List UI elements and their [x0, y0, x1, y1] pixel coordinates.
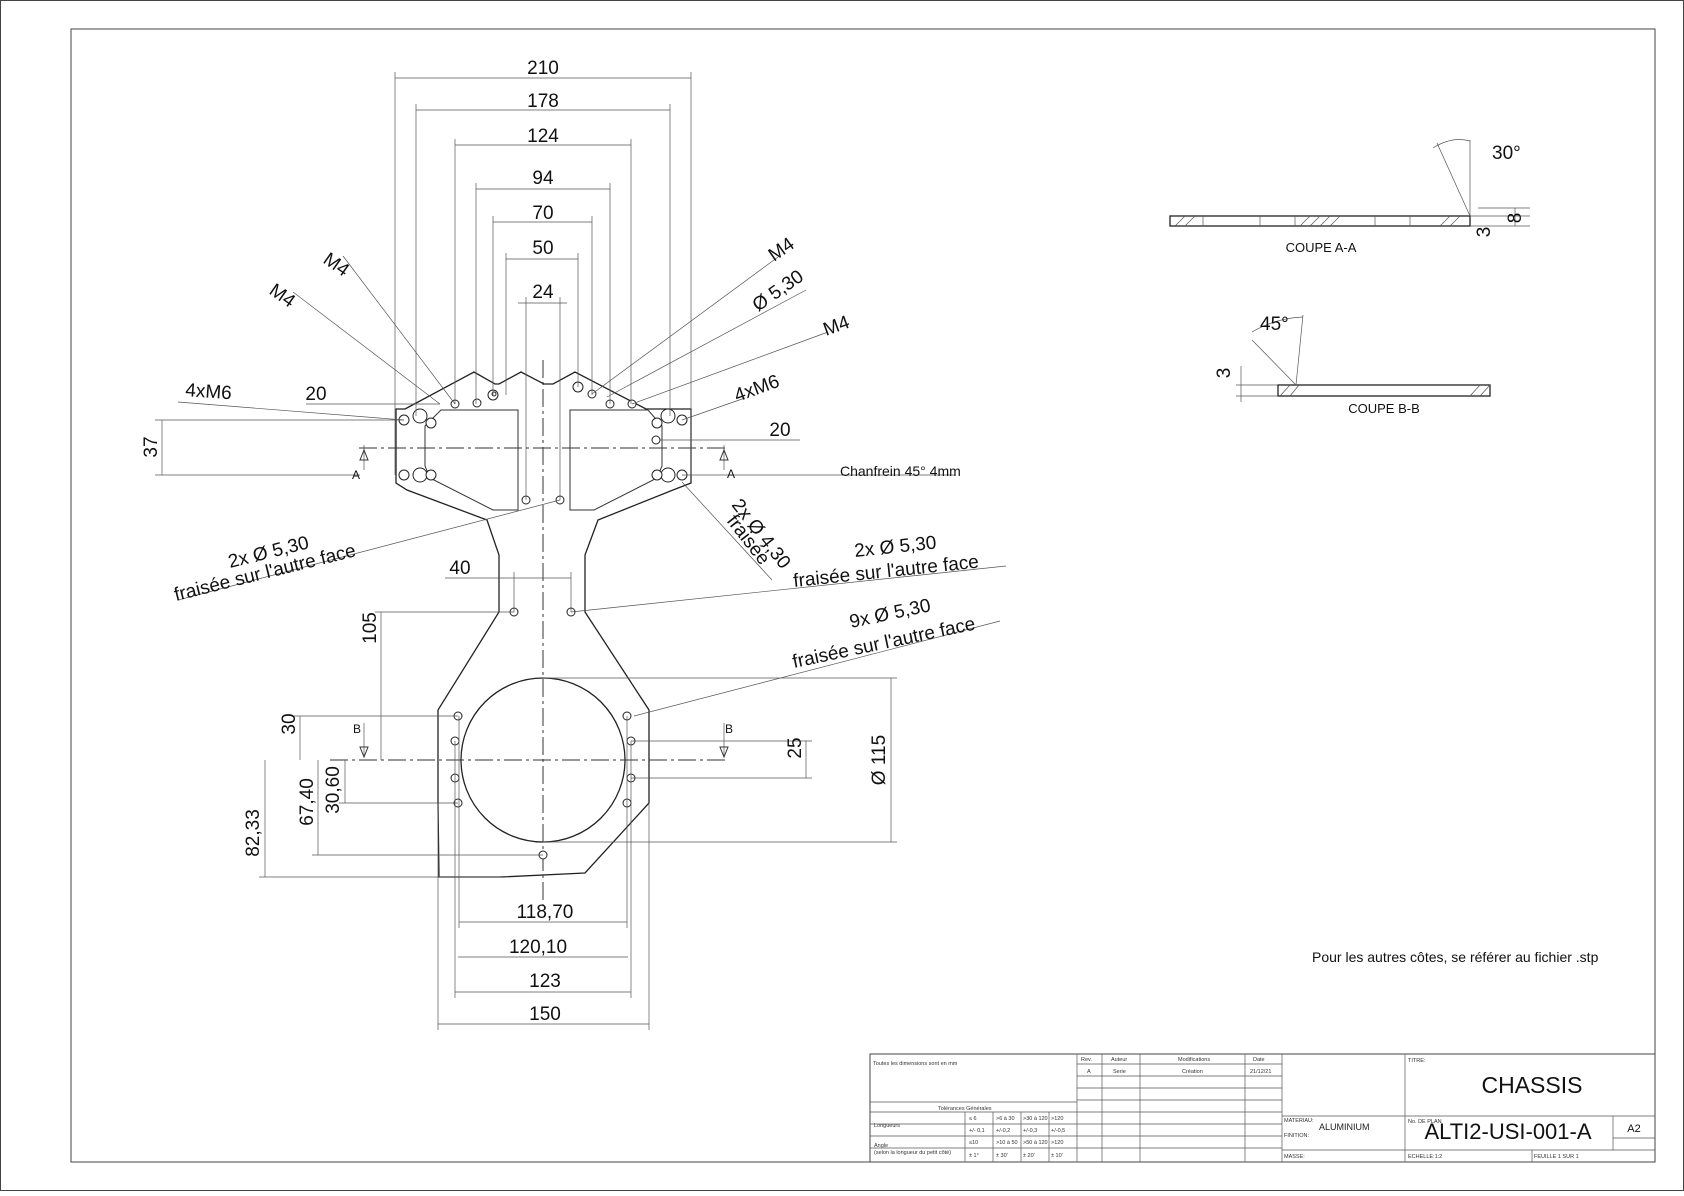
angle-value-3: ± 20'	[1023, 1153, 1035, 1159]
sheet-inner-border	[70, 28, 1656, 1163]
dim-25: 25	[785, 737, 806, 758]
center-lines	[330, 360, 727, 905]
materiau-value: ALUMINIUM	[1319, 1122, 1370, 1132]
dim-150: 150	[529, 1004, 561, 1025]
echelle: ECHELLE:1:2	[1408, 1154, 1442, 1160]
rev-row-rev: A	[1087, 1069, 1091, 1075]
section-b-left: B	[353, 722, 361, 736]
angle-range-4: >120	[1051, 1140, 1063, 1146]
no-plan-label: No. DE PLAN	[1408, 1119, 1442, 1125]
dimension-texts: 210 178 124 94 70 50 24 20 20 37 40 105 …	[141, 58, 890, 1025]
section-aa-3: 3	[1474, 227, 1495, 238]
feuille: FEUILLE 1 SUR 1	[1534, 1154, 1579, 1160]
tolerances-title: Tolérances Générales	[938, 1106, 992, 1112]
dim-94: 94	[532, 168, 554, 189]
title-block: Toutes les dimensions sont en mm Rev. Au…	[869, 1053, 1656, 1163]
angle-range-2: >10 à 50	[996, 1140, 1018, 1146]
dim-210: 210	[527, 58, 559, 79]
dim-118-70: 118,70	[517, 902, 574, 923]
section-aa: 30° 3 8 COUPE A-A	[1169, 139, 1530, 255]
callout-m6-left: 4xM6	[185, 380, 233, 404]
section-markers: A A B B	[352, 448, 735, 759]
section-aa-angle: 30°	[1492, 143, 1521, 164]
section-bb: 45° 3 COUPE B-B	[1214, 314, 1491, 416]
callout-m4-d: M4	[821, 312, 853, 341]
drawing-title: CHASSIS	[1482, 1072, 1583, 1098]
long-range-3: >30 à 120	[1023, 1116, 1048, 1122]
long-value-1: +/- 0,1	[969, 1128, 985, 1134]
angle-value-4: ± 10'	[1051, 1153, 1063, 1159]
long-range-2: >6 à 30	[996, 1116, 1015, 1122]
dim-50: 50	[532, 238, 553, 259]
section-a-right: A	[727, 467, 735, 481]
drawing-number: ALTI2-USI-001-A	[1424, 1119, 1591, 1144]
finition-label: FINITION:	[1284, 1133, 1310, 1139]
rev-row-date: 21/12/21	[1250, 1069, 1271, 1075]
long-value-2: +/-0,2	[996, 1128, 1010, 1134]
angle-value-2: ± 30'	[996, 1153, 1008, 1159]
dim-124: 124	[527, 126, 559, 147]
dim-24: 24	[532, 282, 554, 303]
rev-row-modification: Création	[1182, 1069, 1203, 1075]
callout-diam-530: Ø 5,30	[749, 266, 808, 316]
dim-123: 123	[529, 971, 561, 992]
dim-67-40: 67,40	[297, 778, 318, 826]
dim-20-left: 20	[305, 384, 326, 405]
long-range-1: ≤ 6	[969, 1116, 977, 1122]
rev-header-modifications: Modifications	[1178, 1057, 1210, 1063]
longueurs-label: Longueurs	[874, 1123, 900, 1129]
section-a-left: A	[352, 468, 360, 482]
angle-range-1: ≤10	[969, 1140, 978, 1146]
rev-header-rev: Rev.	[1081, 1057, 1092, 1063]
callout-m4-b: M4	[265, 280, 299, 313]
stp-note: Pour les autres côtes, se référer au fic…	[1312, 949, 1599, 965]
dim-120-10: 120,10	[509, 937, 567, 958]
angle-label-note: (selon la longueur du petit côté)	[874, 1150, 951, 1156]
long-range-4: >120	[1051, 1116, 1063, 1122]
callout-m4-c: M4	[765, 234, 799, 267]
angle-range-3: >50 à 120	[1023, 1140, 1048, 1146]
dim-82-33: 82,33	[243, 809, 264, 857]
dim-diam-115: Ø 115	[869, 735, 890, 785]
section-bb-title: COUPE B-B	[1348, 401, 1420, 416]
callout-texts: M4 M4 4xM6 M4 Ø 5,30 M4 4xM6 Chanfrein 4…	[172, 234, 980, 673]
rev-header-date: Date	[1253, 1057, 1265, 1063]
masse-label: MASSE:	[1284, 1154, 1305, 1160]
dim-105: 105	[360, 612, 381, 644]
dim-30: 30	[279, 713, 300, 734]
long-value-3: +/-0,3	[1023, 1128, 1037, 1134]
dim-178: 178	[527, 91, 559, 112]
sheet-format: A2	[1627, 1123, 1640, 1135]
rev-row-author: Serie	[1113, 1069, 1126, 1075]
dim-40: 40	[449, 558, 470, 579]
titre-label: TITRE:	[1408, 1058, 1426, 1064]
long-value-4: +/-0,5	[1051, 1128, 1065, 1134]
dim-20-right: 20	[769, 420, 790, 441]
section-b-right: B	[725, 722, 733, 736]
callout-m6-right: 4xM6	[732, 371, 783, 407]
dim-30-60: 30,60	[323, 766, 344, 814]
section-bb-3: 3	[1214, 368, 1235, 379]
callout-m4-a: M4	[319, 249, 353, 282]
rev-header-author: Auteur	[1111, 1057, 1127, 1063]
callout-chamfer: Chanfrein 45° 4mm	[840, 463, 961, 479]
section-bb-angle: 45°	[1260, 314, 1289, 335]
section-aa-title: COUPE A-A	[1286, 240, 1357, 255]
angle-label: Angle	[874, 1143, 888, 1149]
dim-70: 70	[532, 203, 553, 224]
dimension-lines	[155, 72, 1007, 1030]
section-aa-8: 8	[1505, 213, 1526, 224]
dim-37: 37	[141, 436, 162, 457]
units-note: Toutes les dimensions sont en mm	[873, 1061, 958, 1067]
materiau-label: MATERIAU:	[1284, 1118, 1314, 1124]
angle-value-1: ± 1°	[969, 1153, 979, 1159]
